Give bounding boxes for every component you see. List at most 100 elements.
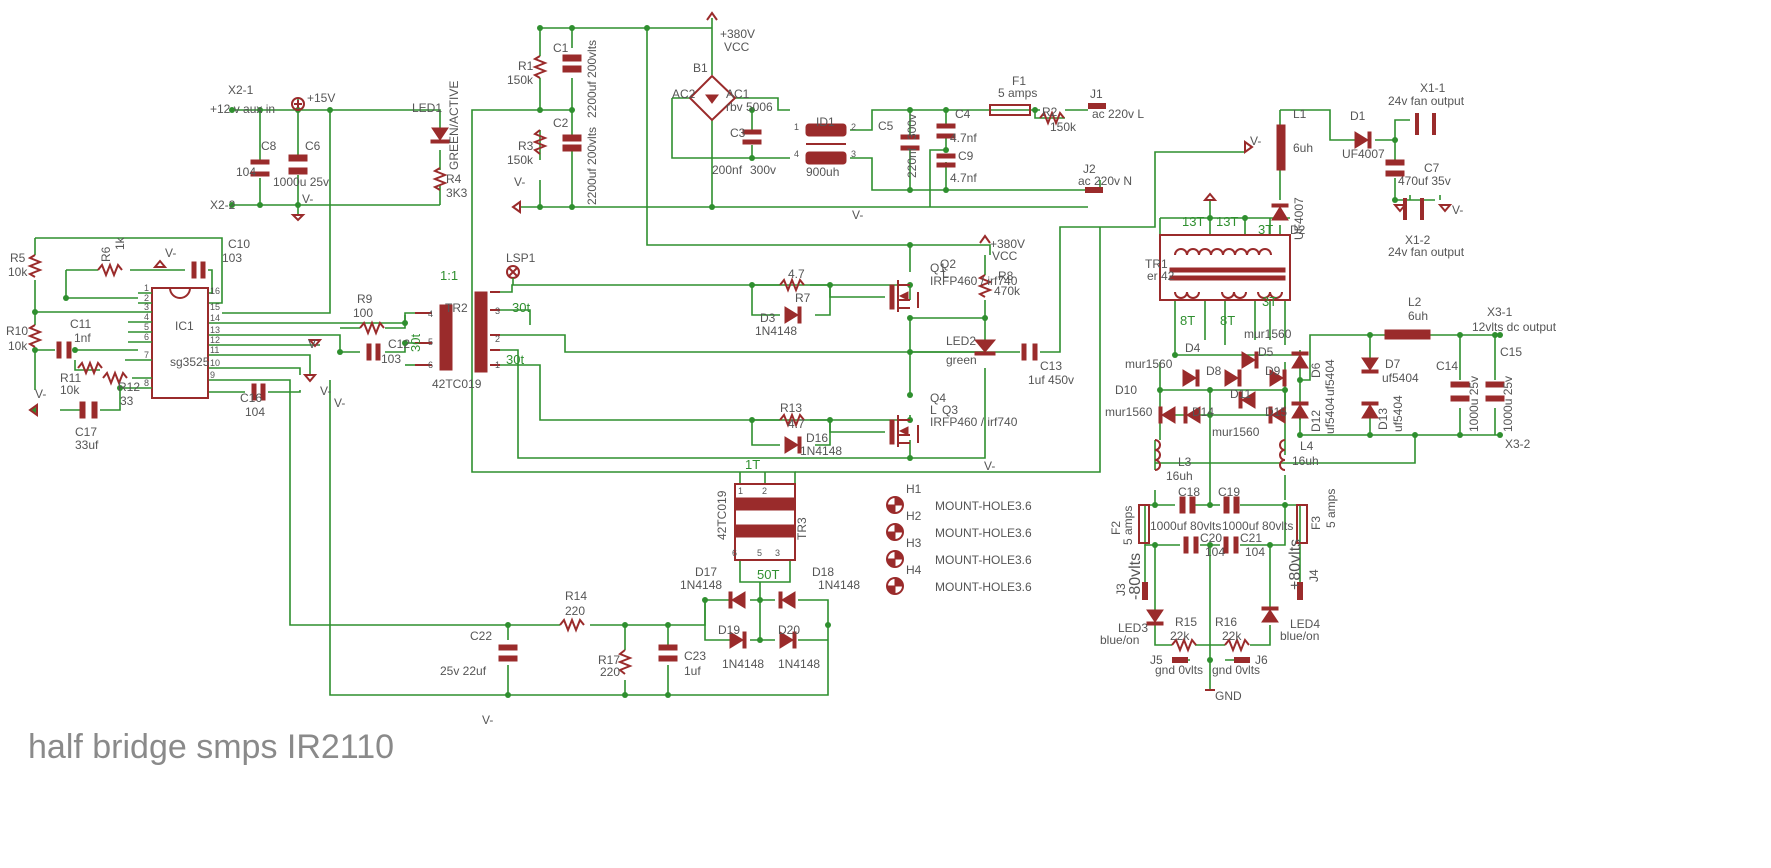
label-r11: R11 [60, 371, 81, 385]
value-f3: 5 amps [1324, 489, 1338, 528]
label-j6: J6 [1255, 653, 1268, 667]
ground-symbol [307, 339, 323, 348]
desc-x1-1: 24v fan output [1388, 94, 1465, 108]
label-x1-1: X1-1 [1420, 81, 1446, 95]
label-j2: J2 [1083, 162, 1096, 176]
label-q4: Q4 [930, 391, 946, 405]
svg-text:15: 15 [210, 302, 220, 312]
value-h3: MOUNT-HOLE3.6 [935, 553, 1032, 567]
label-h3: H3 [906, 536, 922, 550]
value-d1: UF4007 [1342, 147, 1385, 161]
net-label-vcc2-name: VCC [992, 249, 1018, 263]
value-c20: 104 [1205, 545, 1225, 559]
turns-50t: 50T [757, 567, 779, 582]
label-c8: C8 [261, 139, 277, 153]
label-l1: L1 [1293, 107, 1307, 121]
value-ic1: sg3525 [170, 355, 210, 369]
resistor-r4 [432, 167, 448, 191]
transformer-tr2 [415, 291, 500, 373]
label-h4: H4 [906, 563, 922, 577]
value-c8: 104 [236, 165, 256, 179]
label-d2: D2 [1290, 223, 1306, 237]
value-r16: 22k [1222, 629, 1242, 643]
svg-text:5: 5 [428, 337, 433, 347]
turns-30t-b: 30t [506, 352, 524, 367]
capacitor-c3 [742, 129, 762, 145]
ground-symbol [1437, 204, 1453, 213]
label-f3: F3 [1309, 516, 1323, 530]
value-c3: 200nf [712, 163, 743, 177]
ground-symbol [28, 403, 38, 417]
svg-text:12: 12 [210, 335, 220, 345]
capacitor-c1 [562, 54, 582, 73]
value-led2: green [946, 353, 977, 367]
net-label-vminus: V- [302, 192, 313, 206]
label-q3-l: L [930, 403, 937, 417]
value-c17: 33uf [75, 438, 99, 452]
net-label-vminus: V- [165, 246, 176, 260]
vcc-arrow [979, 234, 991, 244]
net-label-vminus: V- [984, 459, 995, 473]
value-c6: 1000u 25v [273, 175, 329, 189]
label-r8: R8 [998, 269, 1014, 283]
label-x3-1: X3-1 [1487, 305, 1513, 319]
svg-text:3: 3 [144, 302, 149, 312]
capacitor-c17 [79, 401, 98, 419]
connector-x3-1 [1497, 332, 1503, 338]
value-c4: 4.7nf [950, 131, 977, 145]
label-d10: D10 [1115, 383, 1137, 397]
svg-text:14: 14 [210, 313, 220, 323]
diode-d14 [1183, 406, 1201, 424]
turns-13t-b: 13T [1216, 214, 1238, 229]
desc-j1: ac 220v L [1092, 107, 1144, 121]
value-c7: 470uf 35v [1398, 174, 1451, 188]
resistor-r13 [779, 412, 805, 428]
value-r10: 10k [8, 339, 28, 353]
diode-d7 [1361, 357, 1379, 374]
label-ratio: 1:1 [440, 268, 458, 283]
connector-j6 [1234, 657, 1250, 663]
net-label-vminus: V- [308, 337, 319, 351]
connector-j4 [1297, 582, 1303, 600]
resistor-r14 [559, 617, 585, 633]
value-d7: uf5404 [1382, 371, 1419, 385]
label-c7: C7 [1424, 161, 1440, 175]
capacitor-c12 [366, 343, 381, 361]
label-ac2: AC2 [672, 87, 696, 101]
value-r2: 150k [1050, 120, 1077, 134]
value-r9: 100 [353, 306, 373, 320]
value-tr2: 42TC019 [432, 377, 482, 391]
value-r3: 150k [507, 153, 534, 167]
led-led4 [1261, 606, 1279, 623]
diode-d2 [1271, 203, 1289, 221]
label-ac1: AC1 [726, 87, 750, 101]
net-label-15v: +15V [307, 91, 335, 105]
turns-8t-b: 8T [1220, 313, 1235, 328]
label-r16: R16 [1215, 615, 1237, 629]
label-b1: B1 [693, 61, 708, 75]
transformer-tr3 [734, 483, 796, 561]
diode-d15 [1268, 406, 1286, 424]
label-c3: C3 [730, 126, 746, 140]
resistor-r12 [102, 370, 128, 386]
transformer-tr1 [1159, 234, 1291, 301]
desc-x3-1: 12vlts dc output [1472, 320, 1557, 334]
mount-hole-h2 [886, 523, 904, 541]
svg-text:4: 4 [794, 149, 799, 159]
capacitor-c4 [936, 123, 956, 139]
label-x2-2: X2-2 [210, 198, 236, 212]
desc-x2-1: +12 v aux in [210, 102, 275, 116]
turns-30t-c: 30t [408, 334, 423, 352]
label-h2: H2 [906, 509, 922, 523]
value-c14: 1000u 25v [1467, 376, 1481, 432]
value-r6: 1k [113, 236, 127, 250]
svg-text:10: 10 [210, 358, 220, 368]
connector-j3 [1142, 582, 1148, 600]
svg-text:5: 5 [757, 548, 762, 558]
label-lsp1: LSP1 [506, 251, 536, 265]
diode-d8 [1224, 369, 1242, 387]
value-c12: 103 [381, 352, 401, 366]
resistor-r17 [617, 649, 633, 675]
resistor-r3 [532, 129, 548, 155]
value-d3: 1N4148 [755, 324, 797, 338]
